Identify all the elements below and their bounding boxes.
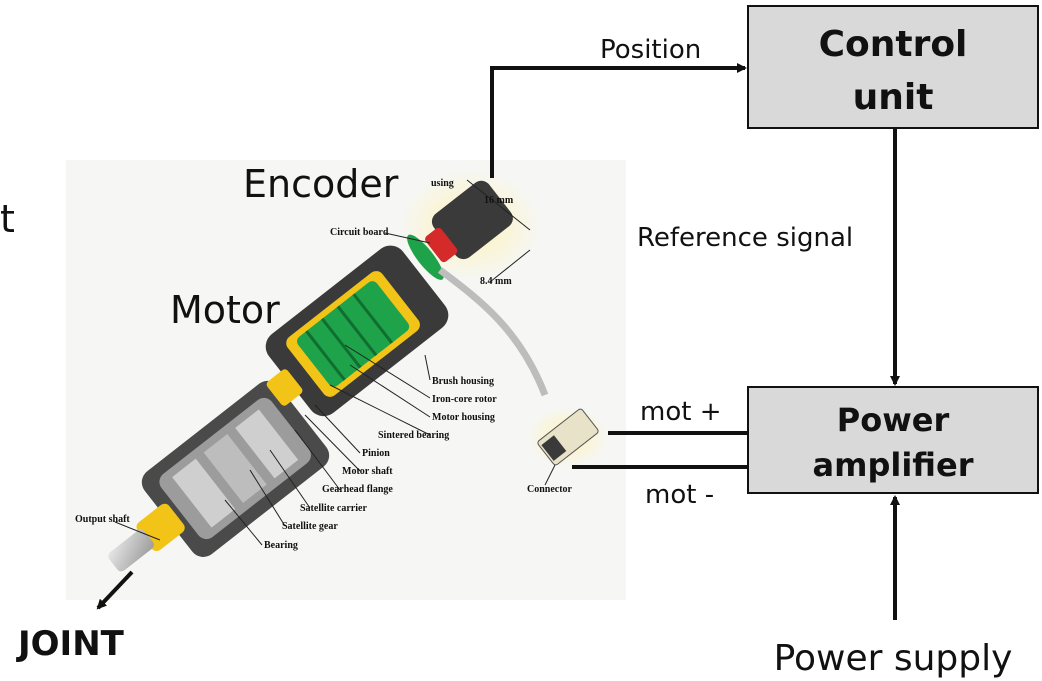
- position-signal-wire: [490, 63, 747, 178]
- motor-illustration: using Circuit board 16 mm 8.4 mm Brush h…: [66, 160, 626, 600]
- motor-can: [265, 245, 449, 417]
- position-label: Position: [600, 35, 701, 65]
- callout-circuit-board: Circuit board: [330, 227, 389, 238]
- motor-label: Motor: [170, 288, 280, 332]
- callout-motor-shaft: Motor shaft: [342, 466, 393, 477]
- callout-housing: using: [431, 178, 454, 189]
- iron-core-rotor-part: [297, 281, 410, 387]
- mot-minus-label: mot -: [645, 480, 714, 510]
- control-unit-title-line2: unit: [853, 77, 934, 118]
- callout-output-shaft: Output shaft: [75, 514, 130, 525]
- callout-brush-housing: Brush housing: [432, 376, 494, 387]
- reference-signal-label: Reference signal: [637, 223, 853, 253]
- callout-bearing: Bearing: [264, 540, 298, 551]
- output-shaft-part: [108, 529, 154, 572]
- connector-part: [537, 408, 599, 466]
- encoder-label: Encoder: [243, 162, 399, 206]
- callout-pinion: Pinion: [362, 448, 390, 459]
- slide-text-fragment: t: [0, 197, 15, 241]
- callout-iron-core-rotor: Iron-core rotor: [432, 394, 497, 405]
- joint-arrow: [96, 570, 134, 610]
- callout-satellite-gear: Satellite gear: [282, 521, 338, 532]
- circuit-board-part: [407, 234, 444, 280]
- callout-dim-16: 16 mm: [484, 195, 514, 206]
- power-amplifier-block: Power amplifier: [747, 386, 1039, 494]
- power-amplifier-title-line1: Power: [837, 401, 950, 439]
- callout-satellite-carrier: Satellite carrier: [300, 503, 367, 514]
- callout-sintered-bearing: Sintered bearing: [378, 430, 449, 441]
- callout-dim-84: 8.4 mm: [480, 276, 512, 287]
- joint-label: JOINT: [16, 624, 125, 664]
- callout-connector: Connector: [527, 484, 573, 495]
- control-unit-title-line1: Control: [819, 24, 968, 65]
- power-amplifier-title-line2: amplifier: [813, 446, 974, 484]
- callout-gearhead-flange: Gearhead flange: [322, 484, 393, 495]
- mot-plus-label: mot +: [640, 397, 721, 427]
- control-unit-block: Control unit: [747, 5, 1039, 129]
- gearhead-assembly: [108, 380, 330, 572]
- encoder-magnet: [425, 227, 458, 263]
- power-supply-label: Power supply: [774, 638, 1013, 679]
- callout-motor-housing: Motor housing: [432, 412, 495, 423]
